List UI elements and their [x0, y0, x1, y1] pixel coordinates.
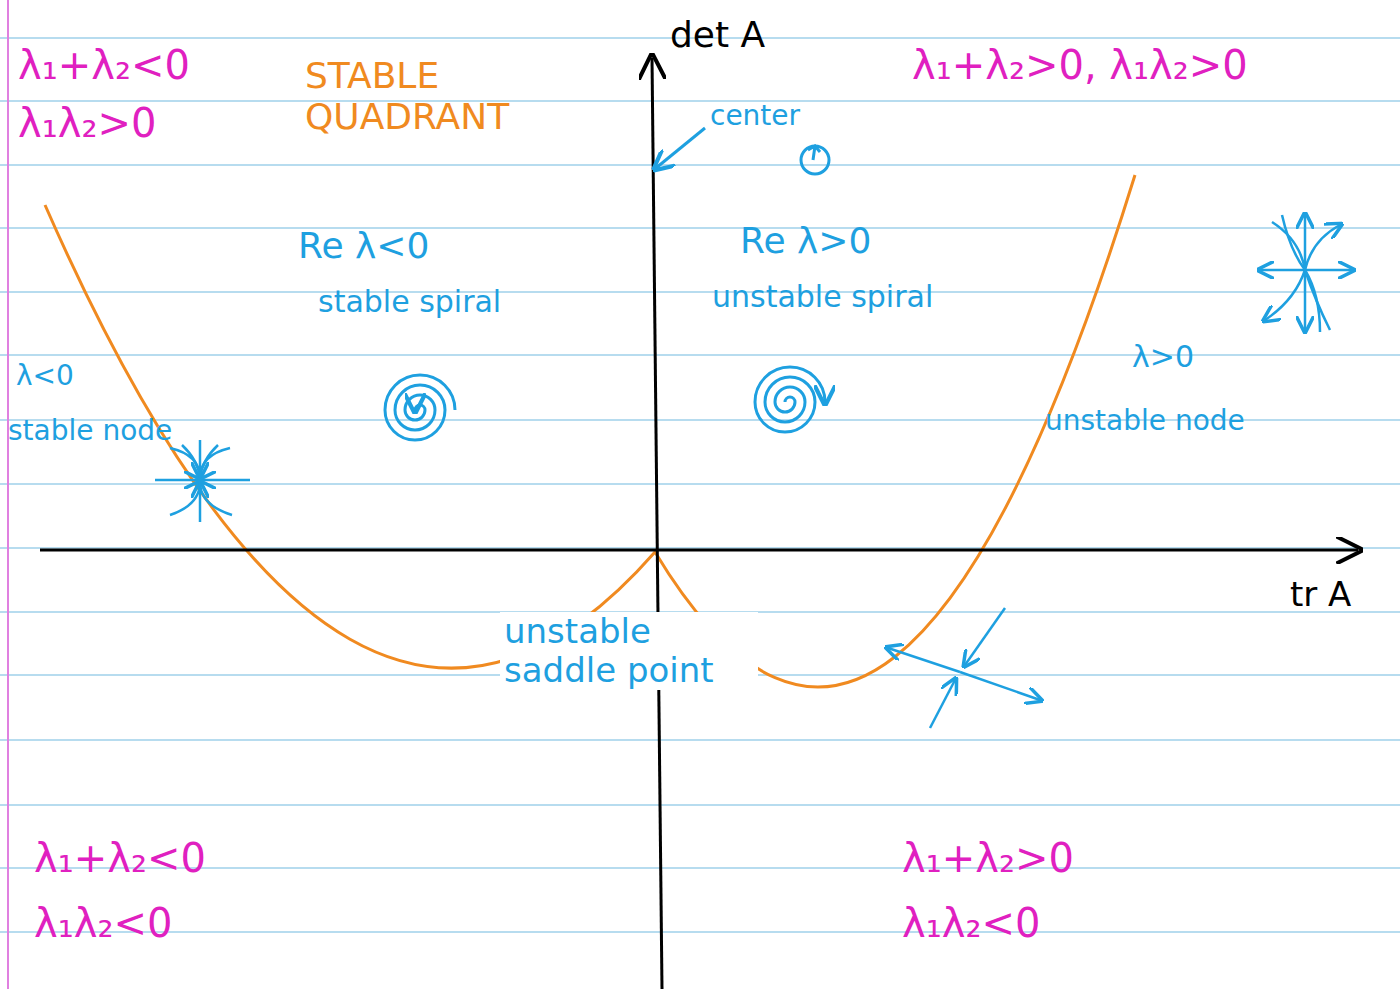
stable-node-icon: [155, 440, 250, 522]
condition-label: λ₁λ₂<0: [34, 900, 172, 946]
center-label: center: [710, 100, 800, 132]
margin-line: [7, 0, 9, 989]
unstable-spiral-icon: [755, 367, 825, 432]
region-title: STABLE QUADRANT: [305, 55, 545, 138]
condition-label: λ₁λ₂>0: [18, 100, 156, 146]
condition-label: λ₁+λ₂>0: [902, 835, 1074, 881]
type-label: unstable spiral: [712, 280, 933, 315]
type-label: unstable saddle point: [500, 612, 758, 690]
saddle-icon: [888, 608, 1040, 728]
type-label: stable spiral: [318, 285, 501, 320]
type-label: stable node: [8, 415, 172, 447]
tr-axis: [40, 549, 1358, 552]
eigen-label: Re λ>0: [740, 220, 871, 261]
unstable-node-icon: [1260, 215, 1352, 332]
parabola: [45, 175, 1135, 687]
det-axis: [652, 58, 662, 989]
axis-label: det A: [670, 14, 765, 55]
stable-spiral-icon: [385, 375, 455, 440]
axis-label: tr A: [1290, 575, 1351, 614]
eigen-label: λ<0: [16, 360, 74, 392]
condition-label: λ₁λ₂<0: [902, 900, 1040, 946]
eigen-label: Re λ<0: [298, 225, 429, 266]
condition-label: λ₁+λ₂>0, λ₁λ₂>0: [912, 42, 1248, 88]
center-leader: [656, 128, 705, 168]
condition-label: λ₁+λ₂<0: [34, 835, 206, 881]
condition-label: λ₁+λ₂<0: [18, 42, 190, 88]
center-icon: [801, 146, 829, 174]
eigen-label: λ>0: [1132, 340, 1194, 375]
notebook-lines: [0, 38, 1400, 932]
type-label: unstable node: [1045, 405, 1245, 437]
